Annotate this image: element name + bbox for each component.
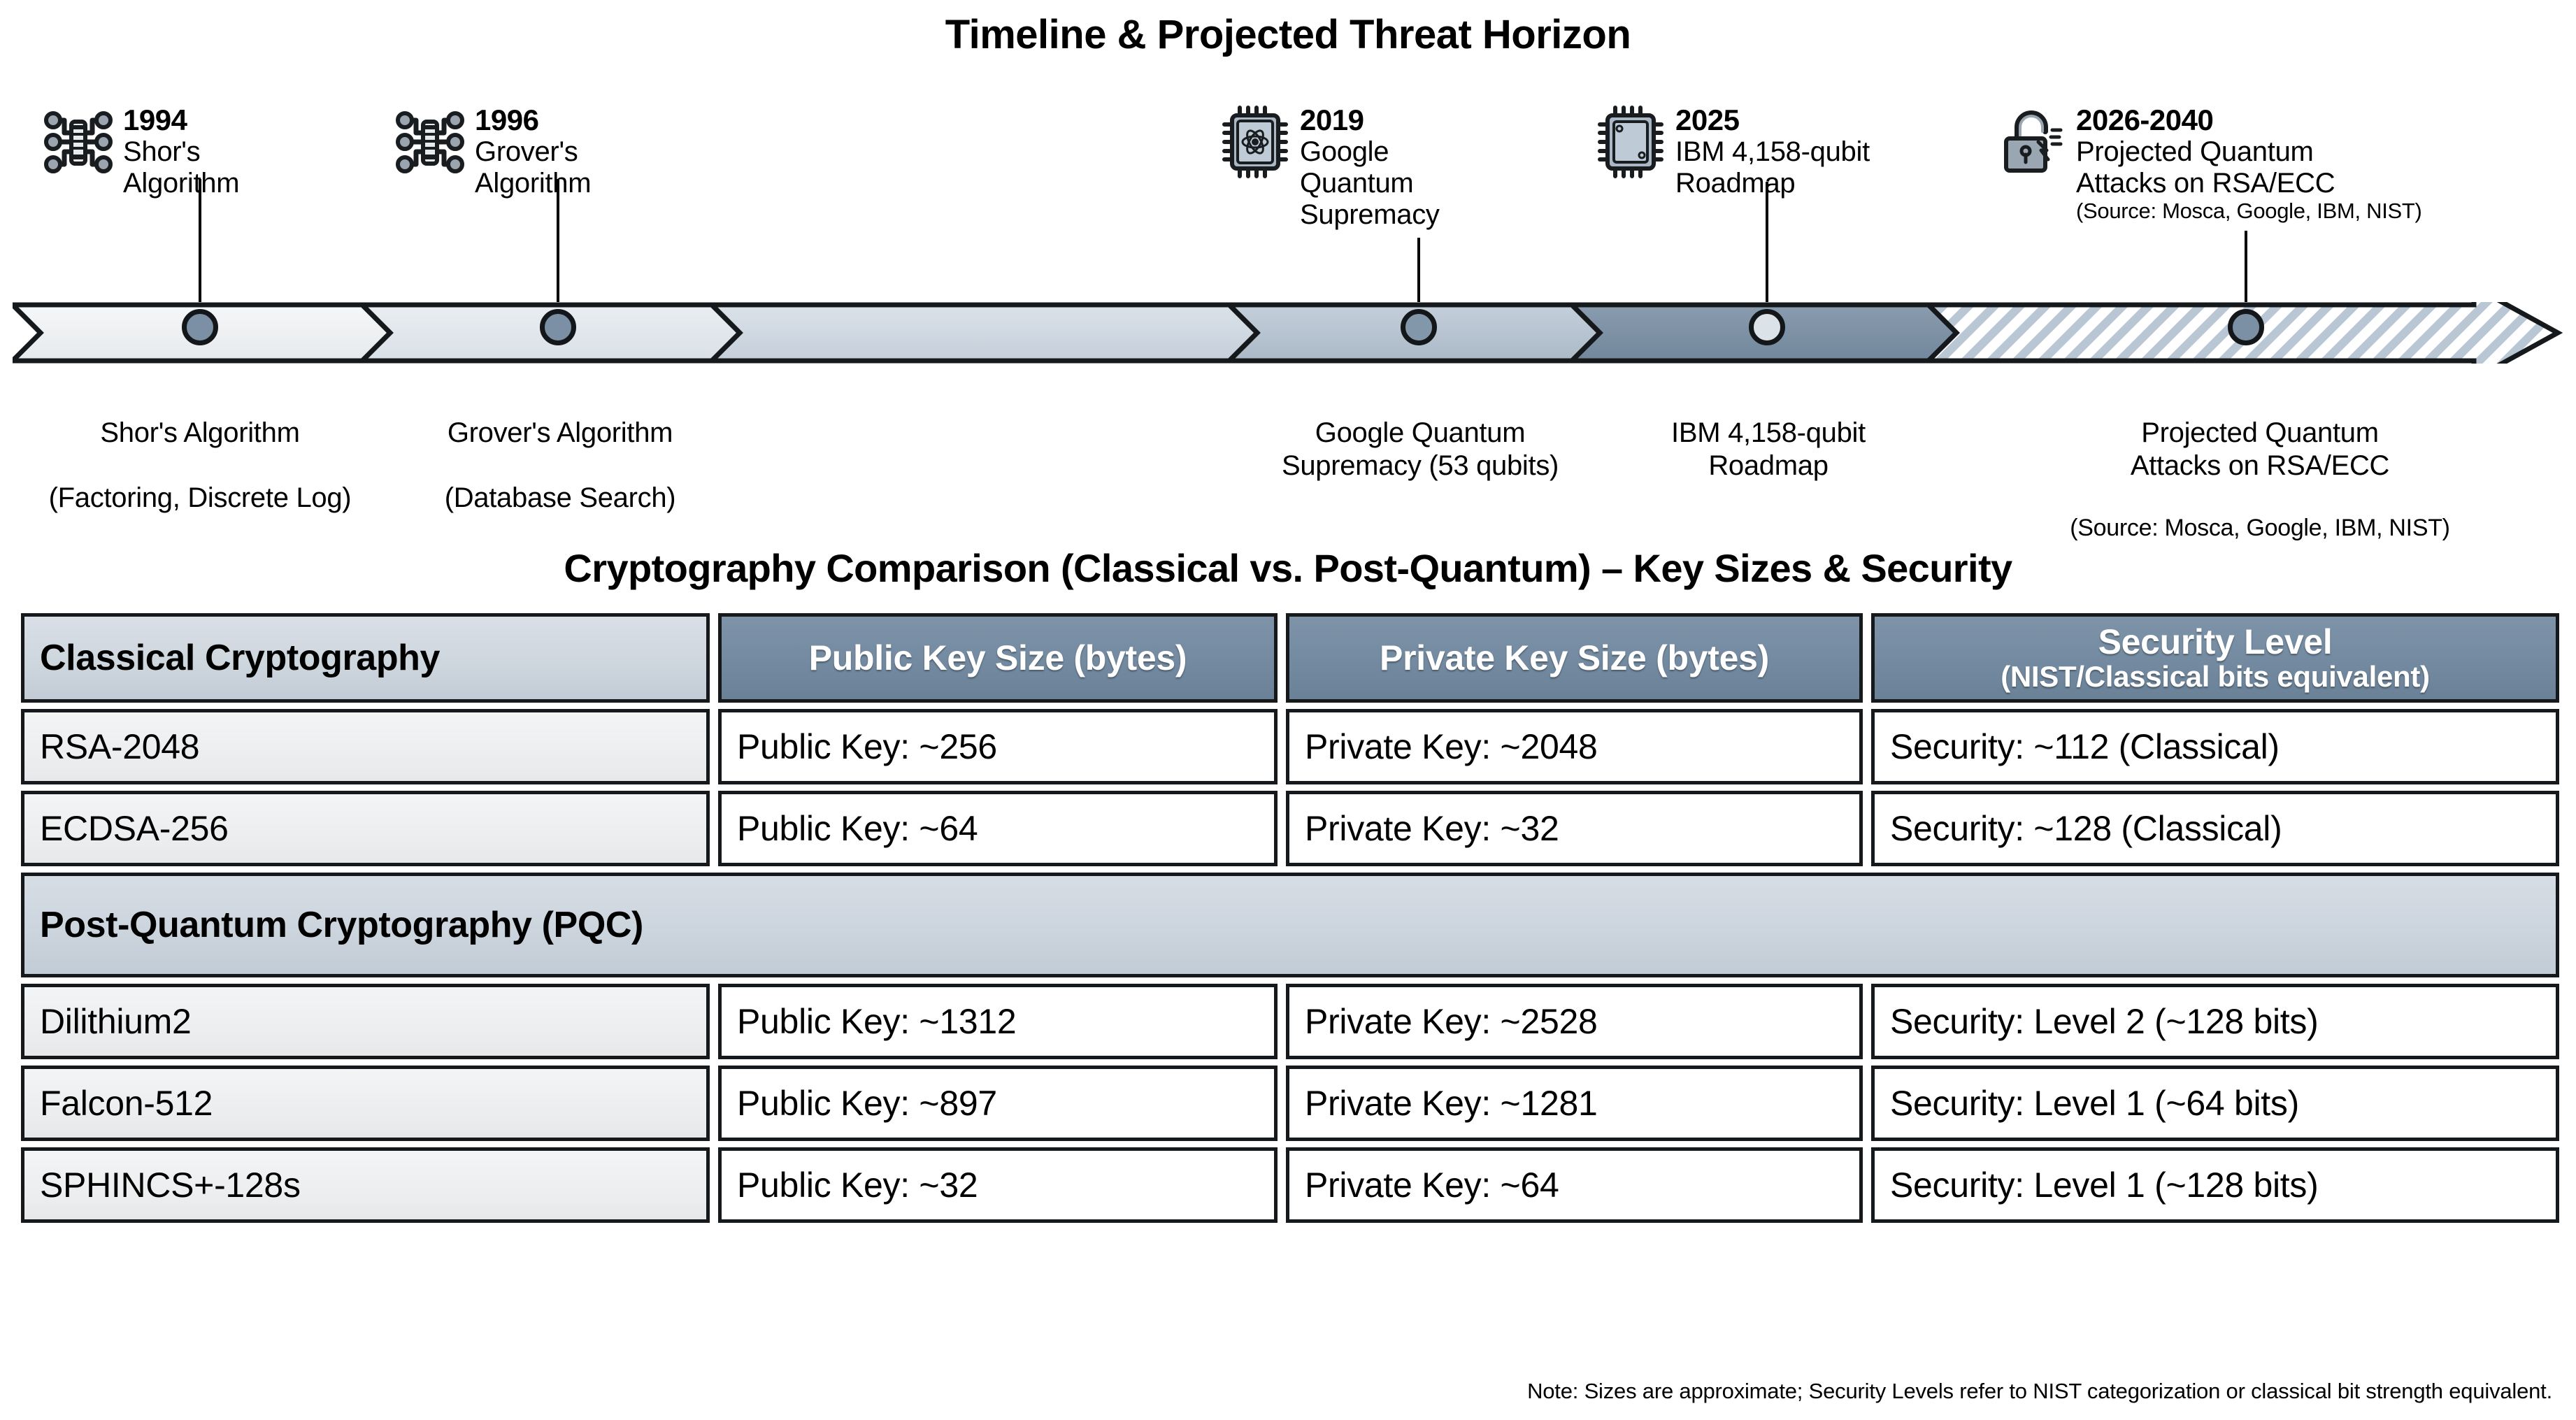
timeline-marker-ibm[interactable] <box>1749 309 1785 345</box>
timeline-event-year: 1996 <box>475 103 539 136</box>
timeline-event-shor: 1994 Shor's Algorithm <box>43 103 240 199</box>
header-public-key-size: Public Key Size (bytes) <box>718 613 1278 703</box>
timeline-event-desc: Projected Quantum Attacks on RSA/ECC <box>2076 136 2335 199</box>
timeline-marker-projected[interactable] <box>2228 309 2264 345</box>
timeline-event-desc: Grover's Algorithm <box>475 136 592 199</box>
row-name: SPHINCS+-128s <box>21 1147 710 1223</box>
header-private-key-size-label: Private Key Size (bytes) <box>1380 638 1769 677</box>
row-name: Dilithium2 <box>21 984 710 1059</box>
timeline-event-desc: Shor's Algorithm <box>123 136 240 199</box>
row-private-key: Private Key: ~32 <box>1286 791 1863 866</box>
header-classical-cryptography: Classical Cryptography <box>21 613 710 703</box>
timeline-stem-ibm <box>1766 182 1768 302</box>
timeline-event-grover: 1996 Grover's Algorithm <box>395 103 592 199</box>
table-header-row: Classical Cryptography Public Key Size (… <box>21 613 2559 703</box>
timeline-event-year: 2025 <box>1675 103 1740 136</box>
timeline-below-google: Google Quantum Supremacy (53 qubits) <box>1220 385 1620 515</box>
row-public-key: Public Key: ~64 <box>718 791 1278 866</box>
section-post-quantum-cryptography: Post-Quantum Cryptography (PQC) <box>21 873 2559 977</box>
crypto-comparison-table: Classical Cryptography Public Key Size (… <box>21 613 2559 1229</box>
header-security-level-label: Security Level <box>2098 622 2333 662</box>
row-security: Security: Level 2 (~128 bits) <box>1871 984 2559 1059</box>
table-row: Falcon-512 Public Key: ~897 Private Key:… <box>21 1066 2559 1141</box>
row-private-key: Private Key: ~2528 <box>1286 984 1863 1059</box>
timeline-event-year: 2019 <box>1300 103 1364 136</box>
row-name: Falcon-512 <box>21 1066 710 1141</box>
table-note: Note: Sizes are approximate; Security Le… <box>1527 1379 2552 1403</box>
timeline-below-main: Grover's Algorithm <box>447 417 673 449</box>
timeline-section: Timeline & Projected Threat Horizon <box>0 0 2576 541</box>
timeline-stem-shor <box>199 179 201 302</box>
header-security-level-sublabel: (NIST/Classical bits equivalent) <box>2001 660 2430 694</box>
row-name: RSA-2048 <box>21 709 710 784</box>
timeline-event-google: 2019 Google Quantum Supremacy <box>1220 103 1440 230</box>
row-name: ECDSA-256 <box>21 791 710 866</box>
timeline-below-main: Shor's Algorithm <box>100 417 300 449</box>
row-public-key: Public Key: ~256 <box>718 709 1278 784</box>
timeline-event-year: 1994 <box>123 103 187 136</box>
timeline-event-source: (Source: Mosca, Google, IBM, NIST) <box>2076 198 2422 223</box>
row-private-key: Private Key: ~1281 <box>1286 1066 1863 1141</box>
quantum-processor-icon <box>1220 103 1290 180</box>
timeline-below-sub: (Factoring, Discrete Log) <box>48 482 352 514</box>
table-row: ECDSA-256 Public Key: ~64 Private Key: ~… <box>21 791 2559 866</box>
row-security: Security: Level 1 (~64 bits) <box>1871 1066 2559 1141</box>
timeline-below-ibm: IBM 4,158-qubit Roadmap <box>1568 385 1968 515</box>
timeline-below-sub: (Database Search) <box>444 482 676 514</box>
table-section-header-row: Post-Quantum Cryptography (PQC) <box>21 873 2559 977</box>
timeline-below-main: Google Quantum Supremacy (53 qubits) <box>1281 417 1559 481</box>
header-private-key-size: Private Key Size (bytes) <box>1286 613 1863 703</box>
row-security: Security: ~112 (Classical) <box>1871 709 2559 784</box>
quantum-circuit-icon <box>395 103 465 180</box>
timeline-below-main: IBM 4,158-qubit Roadmap <box>1671 417 1866 481</box>
broken-lock-icon <box>1996 103 2066 180</box>
chip-icon <box>1596 103 1666 180</box>
timeline-marker-grover[interactable] <box>540 309 576 345</box>
timeline-title: Timeline & Projected Threat Horizon <box>945 12 1631 57</box>
row-security: Security: Level 1 (~128 bits) <box>1871 1147 2559 1223</box>
timeline-below-grover: Grover's Algorithm (Database Search) <box>360 385 760 547</box>
row-public-key: Public Key: ~897 <box>718 1066 1278 1141</box>
quantum-circuit-icon <box>43 103 113 180</box>
row-public-key: Public Key: ~32 <box>718 1147 1278 1223</box>
header-security-level: Security Level (NIST/Classical bits equi… <box>1871 613 2559 703</box>
table-row: RSA-2048 Public Key: ~256 Private Key: ~… <box>21 709 2559 784</box>
row-private-key: Private Key: ~64 <box>1286 1147 1863 1223</box>
timeline-event-desc: Google Quantum Supremacy <box>1300 136 1440 230</box>
timeline-marker-google[interactable] <box>1401 309 1437 345</box>
timeline-event-projected: 2026-2040 Projected Quantum Attacks on R… <box>1996 103 2422 223</box>
timeline-below-projected: Projected Quantum Attacks on RSA/ECC (So… <box>2001 385 2519 574</box>
timeline-marker-shor[interactable] <box>182 309 218 345</box>
header-public-key-size-label: Public Key Size (bytes) <box>808 638 1187 677</box>
row-private-key: Private Key: ~2048 <box>1286 709 1863 784</box>
timeline-below-shor: Shor's Algorithm (Factoring, Discrete Lo… <box>0 385 400 547</box>
timeline-arrow-band <box>13 302 2563 364</box>
timeline-event-desc: IBM 4,158-qubit Roadmap <box>1675 136 1870 199</box>
timeline-stem-google <box>1417 238 1420 302</box>
timeline-event-year: 2026-2040 <box>2076 103 2214 136</box>
timeline-below-sub: (Source: Mosca, Google, IBM, NIST) <box>2070 514 2450 541</box>
table-row: Dilithium2 Public Key: ~1312 Private Key… <box>21 984 2559 1059</box>
timeline-stem-grover <box>557 179 559 302</box>
timeline-stem-projected <box>2245 231 2247 302</box>
table-title: Cryptography Comparison (Classical vs. P… <box>564 546 2012 590</box>
table-row: SPHINCS+-128s Public Key: ~32 Private Ke… <box>21 1147 2559 1223</box>
timeline-below-main: Projected Quantum Attacks on RSA/ECC <box>2130 417 2390 481</box>
row-public-key: Public Key: ~1312 <box>718 984 1278 1059</box>
timeline-event-ibm: 2025 IBM 4,158-qubit Roadmap <box>1596 103 1870 199</box>
row-security: Security: ~128 (Classical) <box>1871 791 2559 866</box>
